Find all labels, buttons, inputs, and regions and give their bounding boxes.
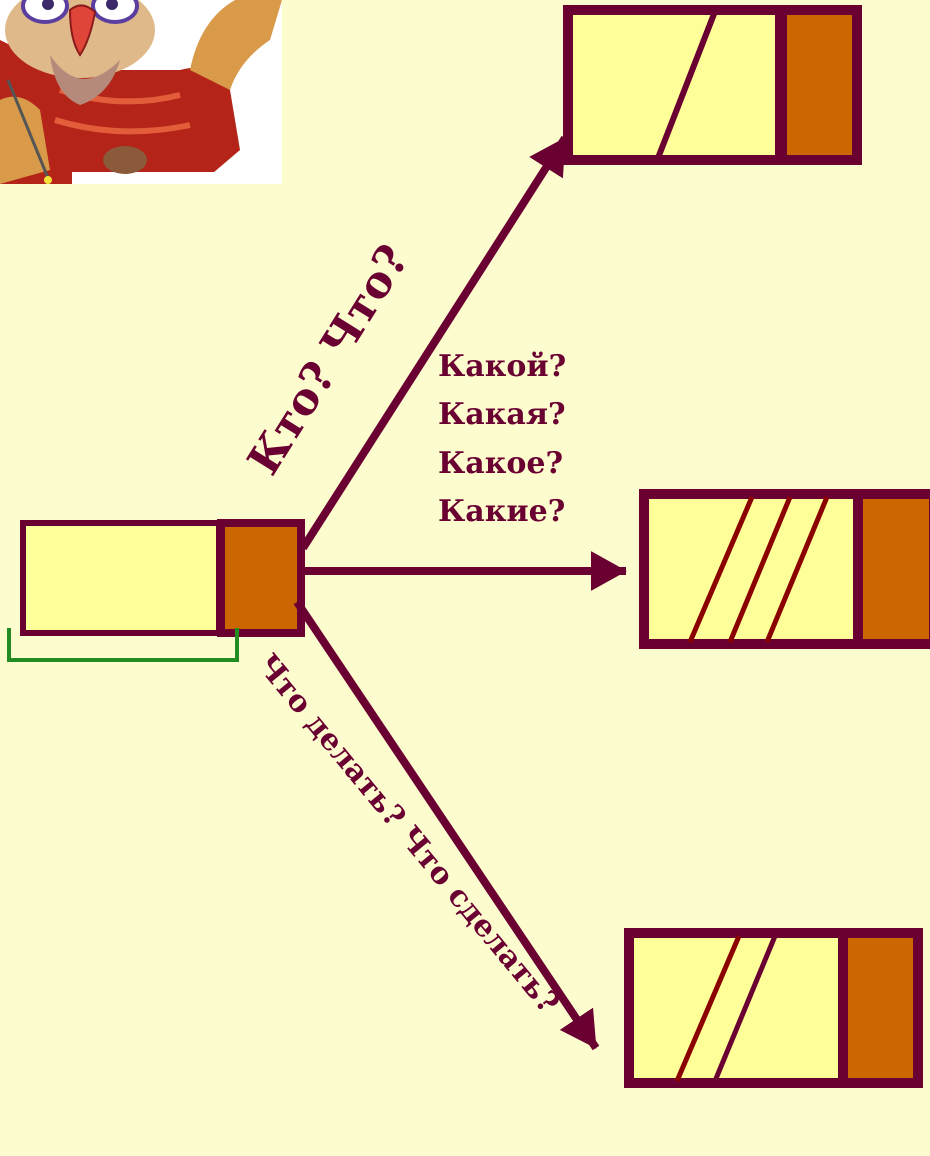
arrow-to-verb: [293, 599, 600, 1051]
adjective-question-list: Какой? Какая? Какое? Какие?: [438, 349, 566, 529]
stem-bracket: [7, 628, 239, 662]
word-stem-box: [20, 520, 222, 636]
adjective-question-label: Какой?: [438, 349, 566, 384]
arrows: [293, 135, 627, 1051]
source-word-scheme: [7, 519, 305, 662]
owl-writing-icon: [0, 0, 282, 184]
adjective-question-label: Какая?: [438, 397, 566, 432]
noun-scheme: [563, 5, 862, 165]
adjective-question-label: Какие?: [438, 494, 565, 529]
verb-scheme: [624, 928, 923, 1088]
word-ending-box: [217, 519, 305, 637]
adjective-question-label: Какое?: [438, 446, 563, 481]
adjective-scheme: [639, 489, 930, 649]
arrow-to-noun: [299, 135, 569, 551]
